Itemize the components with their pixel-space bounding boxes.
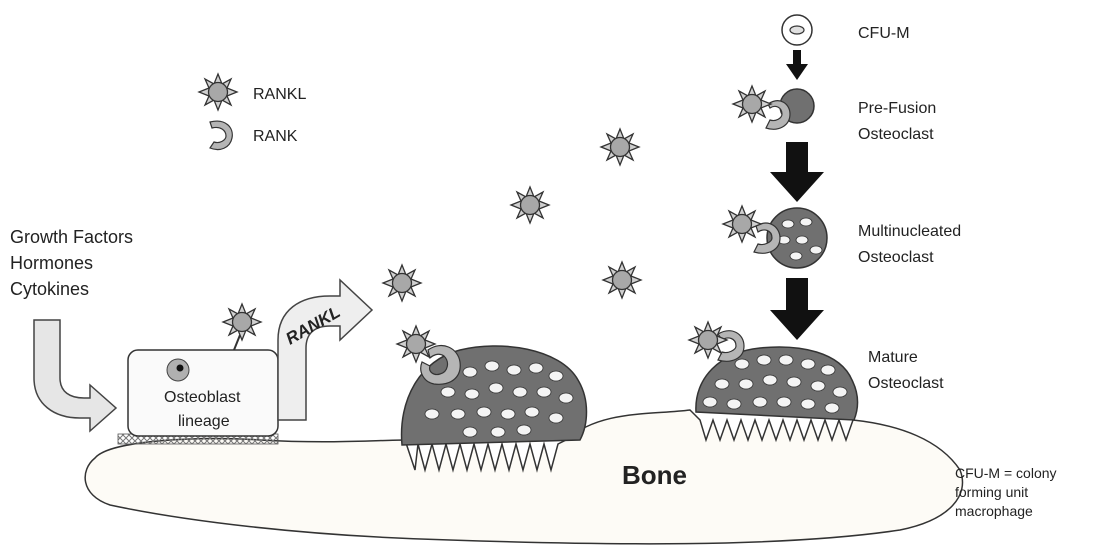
label-pre-fusion-line1: Pre-Fusion <box>858 100 936 117</box>
legend-rank-icon <box>210 121 232 149</box>
footnote-line2: forming unit <box>955 484 1028 500</box>
rankl-molecule-free <box>603 262 641 298</box>
rank-receptor-mature <box>718 331 744 361</box>
osteoblast-nucleolus <box>177 365 184 372</box>
cfu-m-nucleus <box>790 26 804 34</box>
rankl-molecule-bound <box>397 326 435 362</box>
label-multinucleated-line2: Osteoclast <box>858 249 934 266</box>
arrow-prefusion-to-multinucleated <box>770 142 824 202</box>
label-pre-fusion-line2: Osteoclast <box>858 126 934 143</box>
input-hormones: Hormones <box>10 253 93 273</box>
input-growth-factors: Growth Factors <box>10 227 133 247</box>
osteoblast-rankl-stalk <box>234 335 240 350</box>
rankl-molecule-free <box>601 129 639 165</box>
label-multinucleated-line1: Multinucleated <box>858 223 961 240</box>
rankl-molecule-free <box>511 187 549 223</box>
bone-label: Bone <box>622 460 687 490</box>
rankl-molecule-multinucleated <box>723 206 761 242</box>
osteoblast-label-line2: lineage <box>178 413 230 430</box>
legend-rankl-icon <box>199 74 237 110</box>
footnote-line3: macrophage <box>955 503 1033 519</box>
footnote-line1: CFU-M = colony <box>955 465 1057 481</box>
label-mature-line2: Osteoclast <box>868 375 944 392</box>
rankl-molecule-free <box>383 265 421 301</box>
arrow-multinucleated-to-mature <box>770 278 824 340</box>
rankl-molecule-osteoblast <box>223 304 261 340</box>
label-mature-line1: Mature <box>868 349 918 366</box>
label-cfu-m: CFU-M <box>858 25 910 42</box>
input-cytokines: Cytokines <box>10 279 89 299</box>
legend-rank-label: RANK <box>253 128 298 145</box>
osteoblast-label-line1: Osteoblast <box>164 389 241 406</box>
rankl-curved-arrow <box>278 280 372 420</box>
input-arrow <box>34 320 116 431</box>
legend-rankl-label: RANKL <box>253 86 306 103</box>
arrow-cfu-to-prefusion <box>786 50 808 80</box>
rankl-molecule-mature <box>689 322 727 358</box>
rankl-molecule-prefusion <box>733 86 771 122</box>
